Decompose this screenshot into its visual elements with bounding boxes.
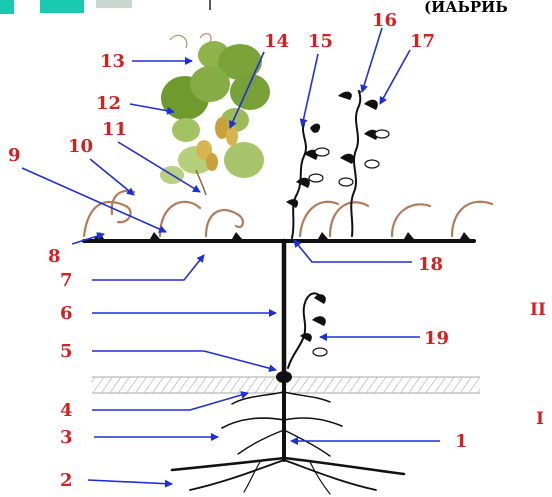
label-19: 19 [424,328,449,349]
label-17: 17 [410,31,435,52]
label-9: 9 [8,145,21,166]
zone-label-above-ground: II [530,300,546,320]
label-6: 6 [60,303,73,324]
leaves-and-grape-cluster [160,33,270,196]
leader-lines [21,27,440,488]
label-13: 13 [100,51,125,72]
label-16: 16 [372,10,397,31]
corner-fragment-mark [0,0,211,14]
root-collar [276,371,292,383]
zone-label-below-ground: I [536,409,544,429]
label-12: 12 [96,93,121,114]
canes [82,189,494,238]
water-shoot [287,292,328,369]
label-4: 4 [60,400,73,421]
label-18: 18 [418,254,443,275]
label-7: 7 [60,270,73,291]
upper-shoot [338,90,390,237]
label-15: 15 [308,31,333,52]
label-10: 10 [68,136,93,157]
label-5: 5 [60,341,73,362]
label-1: 1 [455,431,468,452]
label-14: 14 [264,31,289,52]
label-11: 11 [102,119,127,140]
cordon-buds [94,232,470,239]
label-8: 8 [48,246,61,267]
green-shoot [286,123,330,239]
label-3: 3 [60,427,73,448]
label-2: 2 [60,470,73,491]
top-text-fragment: (ИАЬРИЬ [424,0,508,16]
root-system [170,391,406,495]
